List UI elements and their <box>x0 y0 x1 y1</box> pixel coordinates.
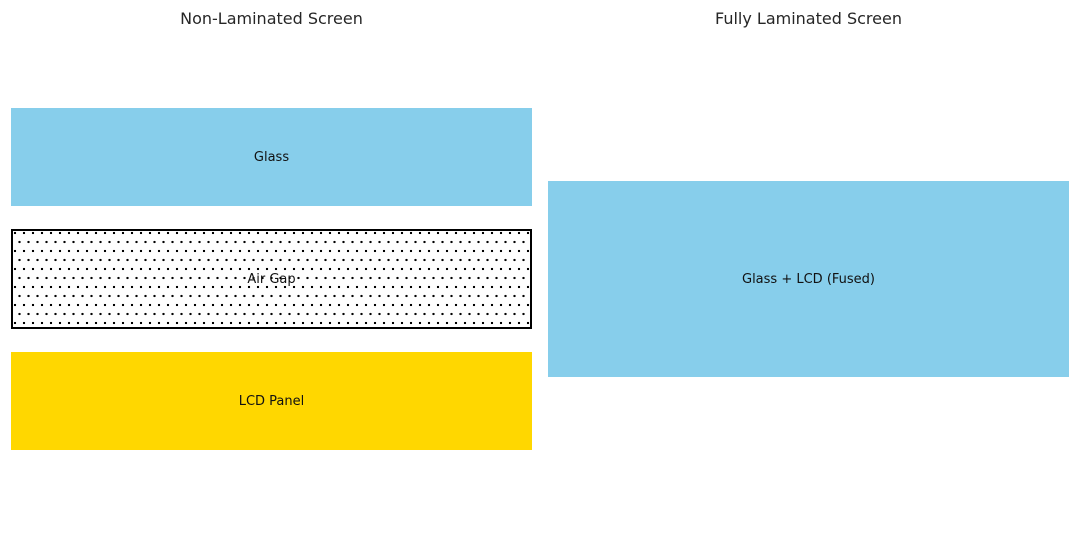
lcd-panel-layer-box: LCD Panel <box>11 352 532 450</box>
lcd-panel-layer-label: LCD Panel <box>238 393 305 409</box>
fused-glass-lcd-layer-label: Glass + LCD (Fused) <box>742 271 875 287</box>
right-panel-title: Fully Laminated Screen <box>715 9 902 28</box>
fused-glass-lcd-layer-box: Glass + LCD (Fused) <box>548 181 1069 377</box>
air-gap-layer-label: Air Gap <box>247 271 296 287</box>
glass-layer-label: Glass <box>253 149 290 165</box>
left-panel-title: Non-Laminated Screen <box>180 9 363 28</box>
air-gap-layer-box: Air Gap <box>11 229 532 329</box>
glass-layer-box: Glass <box>11 108 532 206</box>
